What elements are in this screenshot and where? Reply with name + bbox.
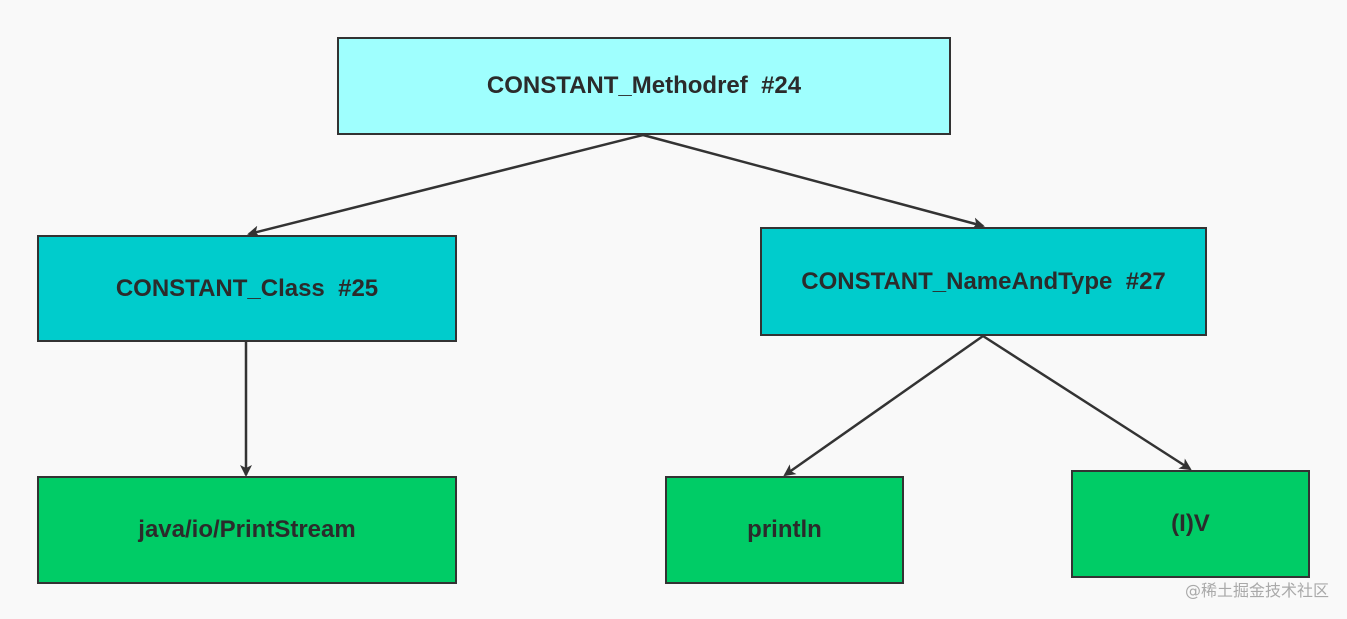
node-label: println (747, 516, 822, 543)
node-label: CONSTANT_Class #25 (115, 274, 379, 302)
node-constant-methodref: CONSTANT_Methodref #24 (337, 37, 951, 135)
edge-nameandtype-to-println (783, 334, 984, 477)
node-label: (I)V (1171, 510, 1210, 537)
node-label: CONSTANT_NameAndType #27 (801, 267, 1166, 295)
edge-nameandtype-to-descriptor (982, 334, 1192, 471)
node-method-descriptor: (I)V (1071, 470, 1310, 578)
node-label: java/io/PrintStream (138, 516, 356, 543)
node-constant-nameandtype: CONSTANT_NameAndType #27 (760, 227, 1207, 336)
watermark: @稀土掘金技术社区 (1184, 581, 1329, 600)
edge-methodref-to-class (247, 133, 644, 238)
node-constant-class: CONSTANT_Class #25 (37, 235, 457, 342)
node-printstream: java/io/PrintStream (37, 476, 457, 584)
edge-methodref-to-nameandtype (642, 133, 985, 230)
node-label: CONSTANT_Methodref #24 (486, 72, 802, 99)
node-println: println (665, 476, 904, 584)
